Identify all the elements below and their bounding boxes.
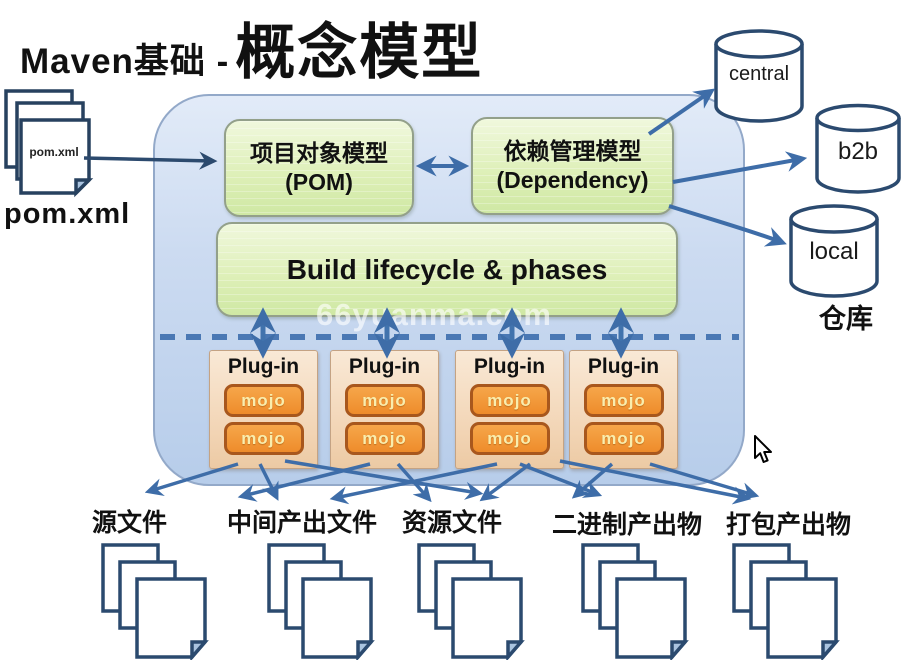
local-repo-label: local [809,238,859,265]
dependency-model-box: 依赖管理模型 (Dependency) [471,117,674,215]
title-main: 概念模型 [235,19,484,86]
pom-xml-document-stack: pom.xml [4,89,94,198]
mojo-button: mojo [344,422,425,455]
plugin-box-2: Plug-in mojo mojo [330,350,439,469]
output-label-intermediate: 中间产出文件 [227,509,378,537]
b2b-repository-cylinder [815,103,901,194]
pom-xml-caption: pom.xml [4,198,131,230]
plugin-title: Plug-in [587,355,660,378]
dependency-model-line2: (Dependency) [496,167,649,193]
page-title: Maven基础 - 概念模型 [20,4,483,91]
mojo-button: mojo [583,422,664,455]
mojo-button: mojo [223,384,304,417]
repository-caption: 仓库 [819,304,873,334]
pom-model-line2: (POM) [285,169,353,195]
mojo-button: mojo [469,384,550,417]
central-repo-label: central [728,63,790,85]
plugin-box-4: Plug-in mojo mojo [569,350,678,469]
output-label-binary: 二进制产出物 [552,511,703,539]
mouse-cursor [754,435,772,463]
pom-model-line1: 项目对象模型 [250,140,388,167]
source-files-stack [101,543,209,660]
mojo-button: mojo [223,422,304,455]
mojo-button: mojo [469,422,550,455]
pom-doc-label: pom.xml [29,145,78,159]
b2b-repo-label: b2b [837,138,879,165]
document-fold [74,178,94,198]
package-output-stack [732,543,840,660]
slide-canvas: { "title": { "prefix": "Maven基础 -", "mai… [4,4,901,660]
output-label-package: 打包产出物 [726,511,852,539]
intermediate-files-stack [267,543,375,660]
central-repository-cylinder [714,29,804,123]
mojo-button: mojo [583,384,664,417]
plugin-title: Plug-in [473,355,546,378]
build-lifecycle-box: Build lifecycle & phases [216,222,678,317]
binary-output-stack [581,543,689,660]
output-label-resource: 资源文件 [402,509,503,537]
resource-files-stack [417,543,525,660]
local-repository-cylinder [789,204,879,298]
plugin-title: Plug-in [348,355,421,378]
watermark-text: 66yuanma.com [316,297,552,332]
title-prefix: Maven基础 - [20,42,230,81]
plugin-title: Plug-in [227,355,300,378]
plugin-box-1: Plug-in mojo mojo [209,350,318,469]
output-label-source: 源文件 [92,509,168,537]
dependency-model-line1: 依赖管理模型 [503,138,642,165]
mojo-button: mojo [344,384,425,417]
build-lifecycle-label: Build lifecycle & phases [286,254,608,285]
plugin-box-3: Plug-in mojo mojo [455,350,564,469]
pom-model-box: 项目对象模型 (POM) [224,119,414,217]
